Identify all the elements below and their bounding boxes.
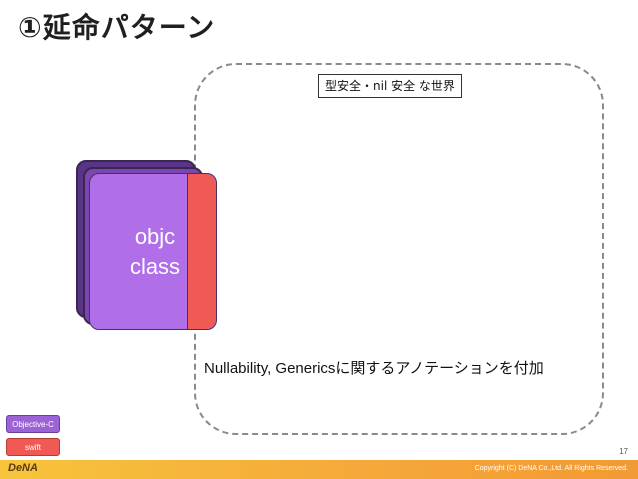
world-label: 型安全・nil 安全 な世界: [318, 74, 462, 98]
page-number: 17: [619, 447, 628, 456]
footer-bar: [0, 460, 638, 479]
legend-swift: swift: [6, 438, 60, 456]
copyright-text: Copyright (C) DeNA Co.,Ltd. All Rights R…: [474, 465, 628, 472]
legend-objective-c: Objective-C: [6, 415, 60, 433]
annotation-caption: Nullability, Genericsに関するアノテーションを付加: [204, 360, 544, 377]
type-safe-world-region: [194, 63, 604, 435]
objc-class-card: objc class: [89, 173, 217, 330]
swift-annotation-stripe: [187, 174, 216, 329]
slide-title: ①延命パターン: [18, 11, 216, 44]
card-label: objc class: [129, 224, 181, 279]
dena-logo: DeNA: [8, 462, 38, 474]
